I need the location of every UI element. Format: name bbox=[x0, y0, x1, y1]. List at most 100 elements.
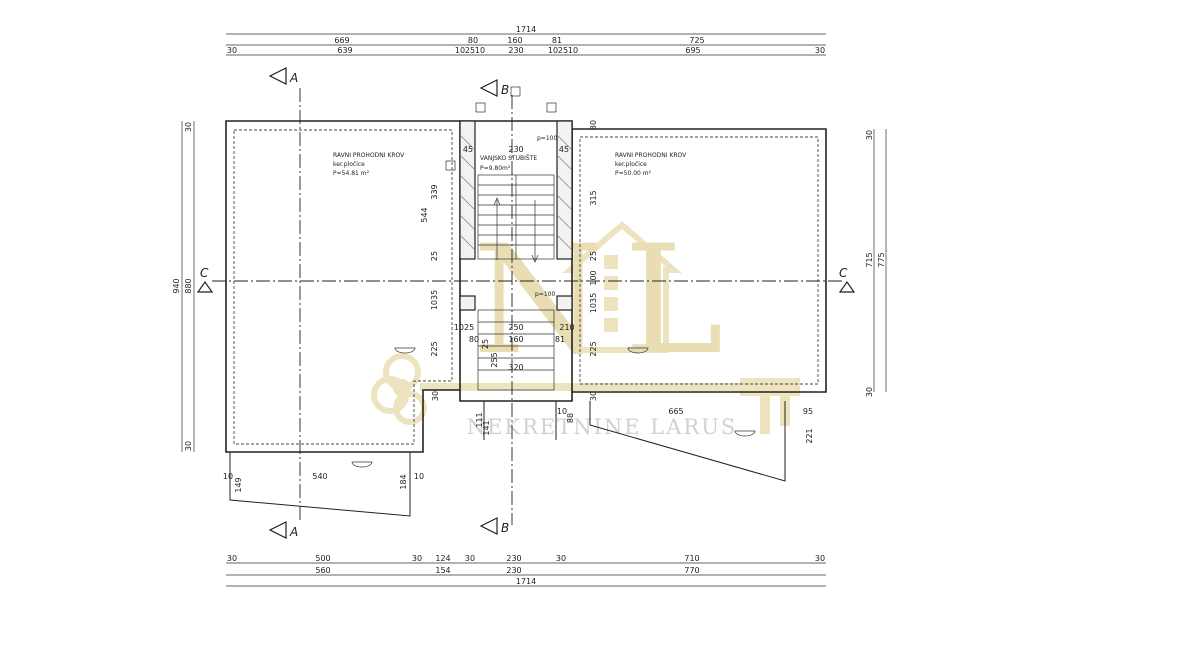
drain-markers bbox=[351, 86, 756, 468]
section-c-right: C bbox=[839, 266, 848, 280]
dim: 81 bbox=[552, 36, 562, 45]
dim: 111 bbox=[475, 412, 484, 427]
dim: 30 bbox=[556, 554, 566, 563]
room-right-name: RAVNI PROHODNI KROV bbox=[615, 152, 687, 159]
room-left-name: RAVNI PROHODNI KROV bbox=[333, 152, 405, 159]
section-c-left: C bbox=[200, 266, 209, 280]
dim: 225 bbox=[589, 341, 598, 356]
dim: 30 bbox=[589, 391, 598, 401]
dim: 1035 bbox=[589, 293, 598, 313]
key-logo-icon bbox=[371, 353, 427, 425]
room-stair: VANJSKO STUBIŠTE P=9.80m² bbox=[480, 155, 537, 172]
dim: 540 bbox=[312, 472, 327, 481]
dim-top-total: 1714 bbox=[516, 25, 536, 34]
dimension-lines bbox=[181, 33, 887, 587]
dim: 725 bbox=[689, 36, 704, 45]
dim: 124 bbox=[435, 554, 450, 563]
dim: 10 bbox=[568, 46, 578, 55]
dim: 30 bbox=[184, 441, 193, 451]
dim: 639 bbox=[337, 46, 352, 55]
section-labels: A A B B C C bbox=[200, 71, 848, 539]
dim: 149 bbox=[234, 477, 243, 492]
dim: 30 bbox=[465, 554, 475, 563]
dim: 10 bbox=[223, 472, 233, 481]
dim: 560 bbox=[315, 566, 330, 575]
section-markers bbox=[196, 67, 856, 539]
dim: 30 bbox=[815, 554, 825, 563]
watermark: NL NEKRETNINE LARUS bbox=[371, 214, 800, 439]
room-right-area: P=50.00 m² bbox=[615, 170, 652, 177]
section-b-bottom: B bbox=[501, 521, 509, 535]
house-icon bbox=[561, 221, 683, 353]
watermark-monogram: NL bbox=[473, 214, 744, 388]
room-stair-area: P=9.80m² bbox=[480, 165, 511, 172]
dim-bottom-total: 1714 bbox=[516, 577, 536, 586]
dim: 30 bbox=[815, 46, 825, 55]
dim: 221 bbox=[805, 428, 814, 443]
dim: 230 bbox=[508, 46, 523, 55]
dim: 25 bbox=[589, 251, 598, 261]
dim: 10 bbox=[455, 46, 465, 55]
section-a-top: A bbox=[289, 71, 298, 85]
dim: 775 bbox=[877, 252, 886, 267]
section-b-top: B bbox=[501, 83, 509, 97]
dim: 80 bbox=[468, 36, 478, 45]
dim: 25 bbox=[558, 46, 568, 55]
dim: 10 bbox=[548, 46, 558, 55]
dim: 710 bbox=[684, 554, 699, 563]
room-right-finish: ker.pločice bbox=[615, 161, 647, 168]
dim: 230 bbox=[506, 554, 521, 563]
dim: 30 bbox=[227, 46, 237, 55]
dim: 695 bbox=[685, 46, 700, 55]
dim: 1035 bbox=[430, 290, 439, 310]
slope-top: p=100 bbox=[537, 135, 557, 142]
section-a-bottom: A bbox=[289, 525, 298, 539]
dim: 80 bbox=[469, 335, 479, 344]
dim: 544 bbox=[420, 207, 429, 222]
dim: 45 bbox=[559, 145, 569, 154]
dim: 255 bbox=[490, 352, 499, 367]
dim: 880 bbox=[184, 278, 193, 293]
stair-flight bbox=[477, 174, 555, 391]
dim: 10 bbox=[557, 407, 567, 416]
dim: 30 bbox=[865, 387, 874, 397]
dim: 45 bbox=[463, 145, 473, 154]
slope-middle: p=100 bbox=[535, 291, 555, 298]
ledges bbox=[229, 401, 786, 517]
dim: 230 bbox=[508, 145, 523, 154]
dim: 160 bbox=[508, 335, 523, 344]
dim: 30 bbox=[412, 554, 422, 563]
room-left-finish: ker.pločice bbox=[333, 161, 365, 168]
dim: 225 bbox=[430, 341, 439, 356]
inner-dashed-lines bbox=[233, 129, 819, 445]
dim: 940 bbox=[172, 278, 181, 293]
room-right: RAVNI PROHODNI KROV ker.pločice P=50.00 … bbox=[615, 152, 687, 177]
dim: 500 bbox=[315, 554, 330, 563]
room-left: RAVNI PROHODNI KROV ker.pločice P=54.81 … bbox=[333, 152, 405, 177]
dimension-texts: 1714 669 80 160 81 725 30 639 10 25 10 2… bbox=[172, 25, 886, 586]
dim: 88 bbox=[566, 413, 575, 423]
dim: 100 bbox=[589, 270, 598, 285]
dim: 715 bbox=[865, 252, 874, 267]
dim: 210 bbox=[559, 323, 574, 332]
watermark-text: NEKRETNINE LARUS bbox=[467, 415, 738, 439]
dim: 669 bbox=[334, 36, 349, 45]
section-lines bbox=[212, 88, 842, 525]
stair-wall-hatch bbox=[459, 134, 573, 251]
room-left-area: P=54.81 m² bbox=[333, 170, 370, 177]
dim: 30 bbox=[865, 130, 874, 140]
dim: 10 bbox=[414, 472, 424, 481]
dim: 95 bbox=[803, 407, 813, 416]
dim: 25 bbox=[430, 251, 439, 261]
dim: 30 bbox=[227, 554, 237, 563]
dim: 25 bbox=[465, 46, 475, 55]
dim: 339 bbox=[430, 184, 439, 199]
dim: 141 bbox=[482, 420, 491, 435]
dim: 1025 bbox=[454, 323, 474, 332]
dim: 81 bbox=[555, 335, 565, 344]
dim: 315 bbox=[589, 190, 598, 205]
dim: 320 bbox=[508, 363, 523, 372]
dim: 30 bbox=[589, 120, 598, 130]
dim: 30 bbox=[431, 391, 440, 401]
